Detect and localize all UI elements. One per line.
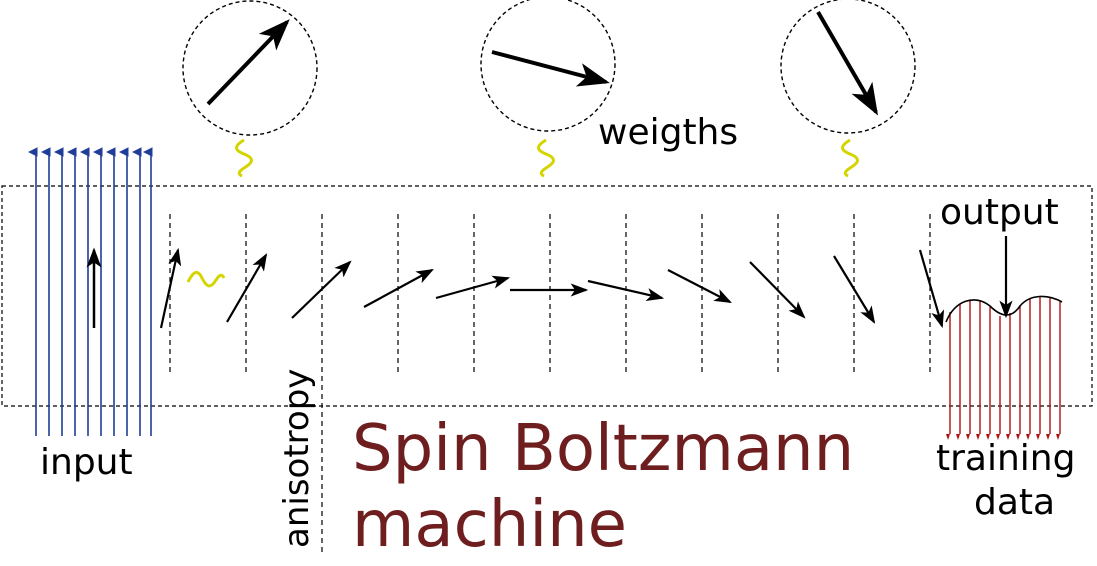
spin-8 (667, 269, 732, 304)
spin-separators (169, 214, 931, 556)
spin-1 (159, 247, 182, 329)
data-label: data (974, 482, 1055, 523)
training-label: training (936, 438, 1075, 479)
spin-10 (833, 255, 876, 324)
spin-7 (587, 279, 665, 301)
spin-5 (435, 275, 511, 300)
anisotropy-label: anisotropy (277, 369, 317, 548)
coupling-wave-2 (537, 138, 555, 178)
coupling-wave-inline (186, 271, 226, 288)
spin-chain (159, 247, 945, 329)
system-box (1, 185, 1093, 407)
spin-4 (363, 268, 434, 308)
spin-11 (918, 249, 945, 329)
spin-9 (749, 261, 806, 319)
weights-label: weigths (598, 112, 738, 153)
coupling-wave-1 (235, 138, 253, 178)
output-curve (945, 295, 1063, 323)
title-line-2: machine (352, 488, 627, 562)
output-label: output (940, 192, 1059, 233)
training-data-lines (946, 297, 1061, 440)
title-line-1: Spin Boltzmann (352, 412, 854, 486)
input-field-lines (28, 147, 153, 436)
input-label: input (40, 442, 133, 483)
weight-circle-2 (480, 0, 616, 132)
weight-circle-1 (182, 0, 318, 136)
spin-2 (226, 253, 268, 323)
weight-circle-3 (780, 0, 916, 134)
coupling-wave-3 (841, 138, 859, 178)
spin-3 (291, 260, 352, 319)
